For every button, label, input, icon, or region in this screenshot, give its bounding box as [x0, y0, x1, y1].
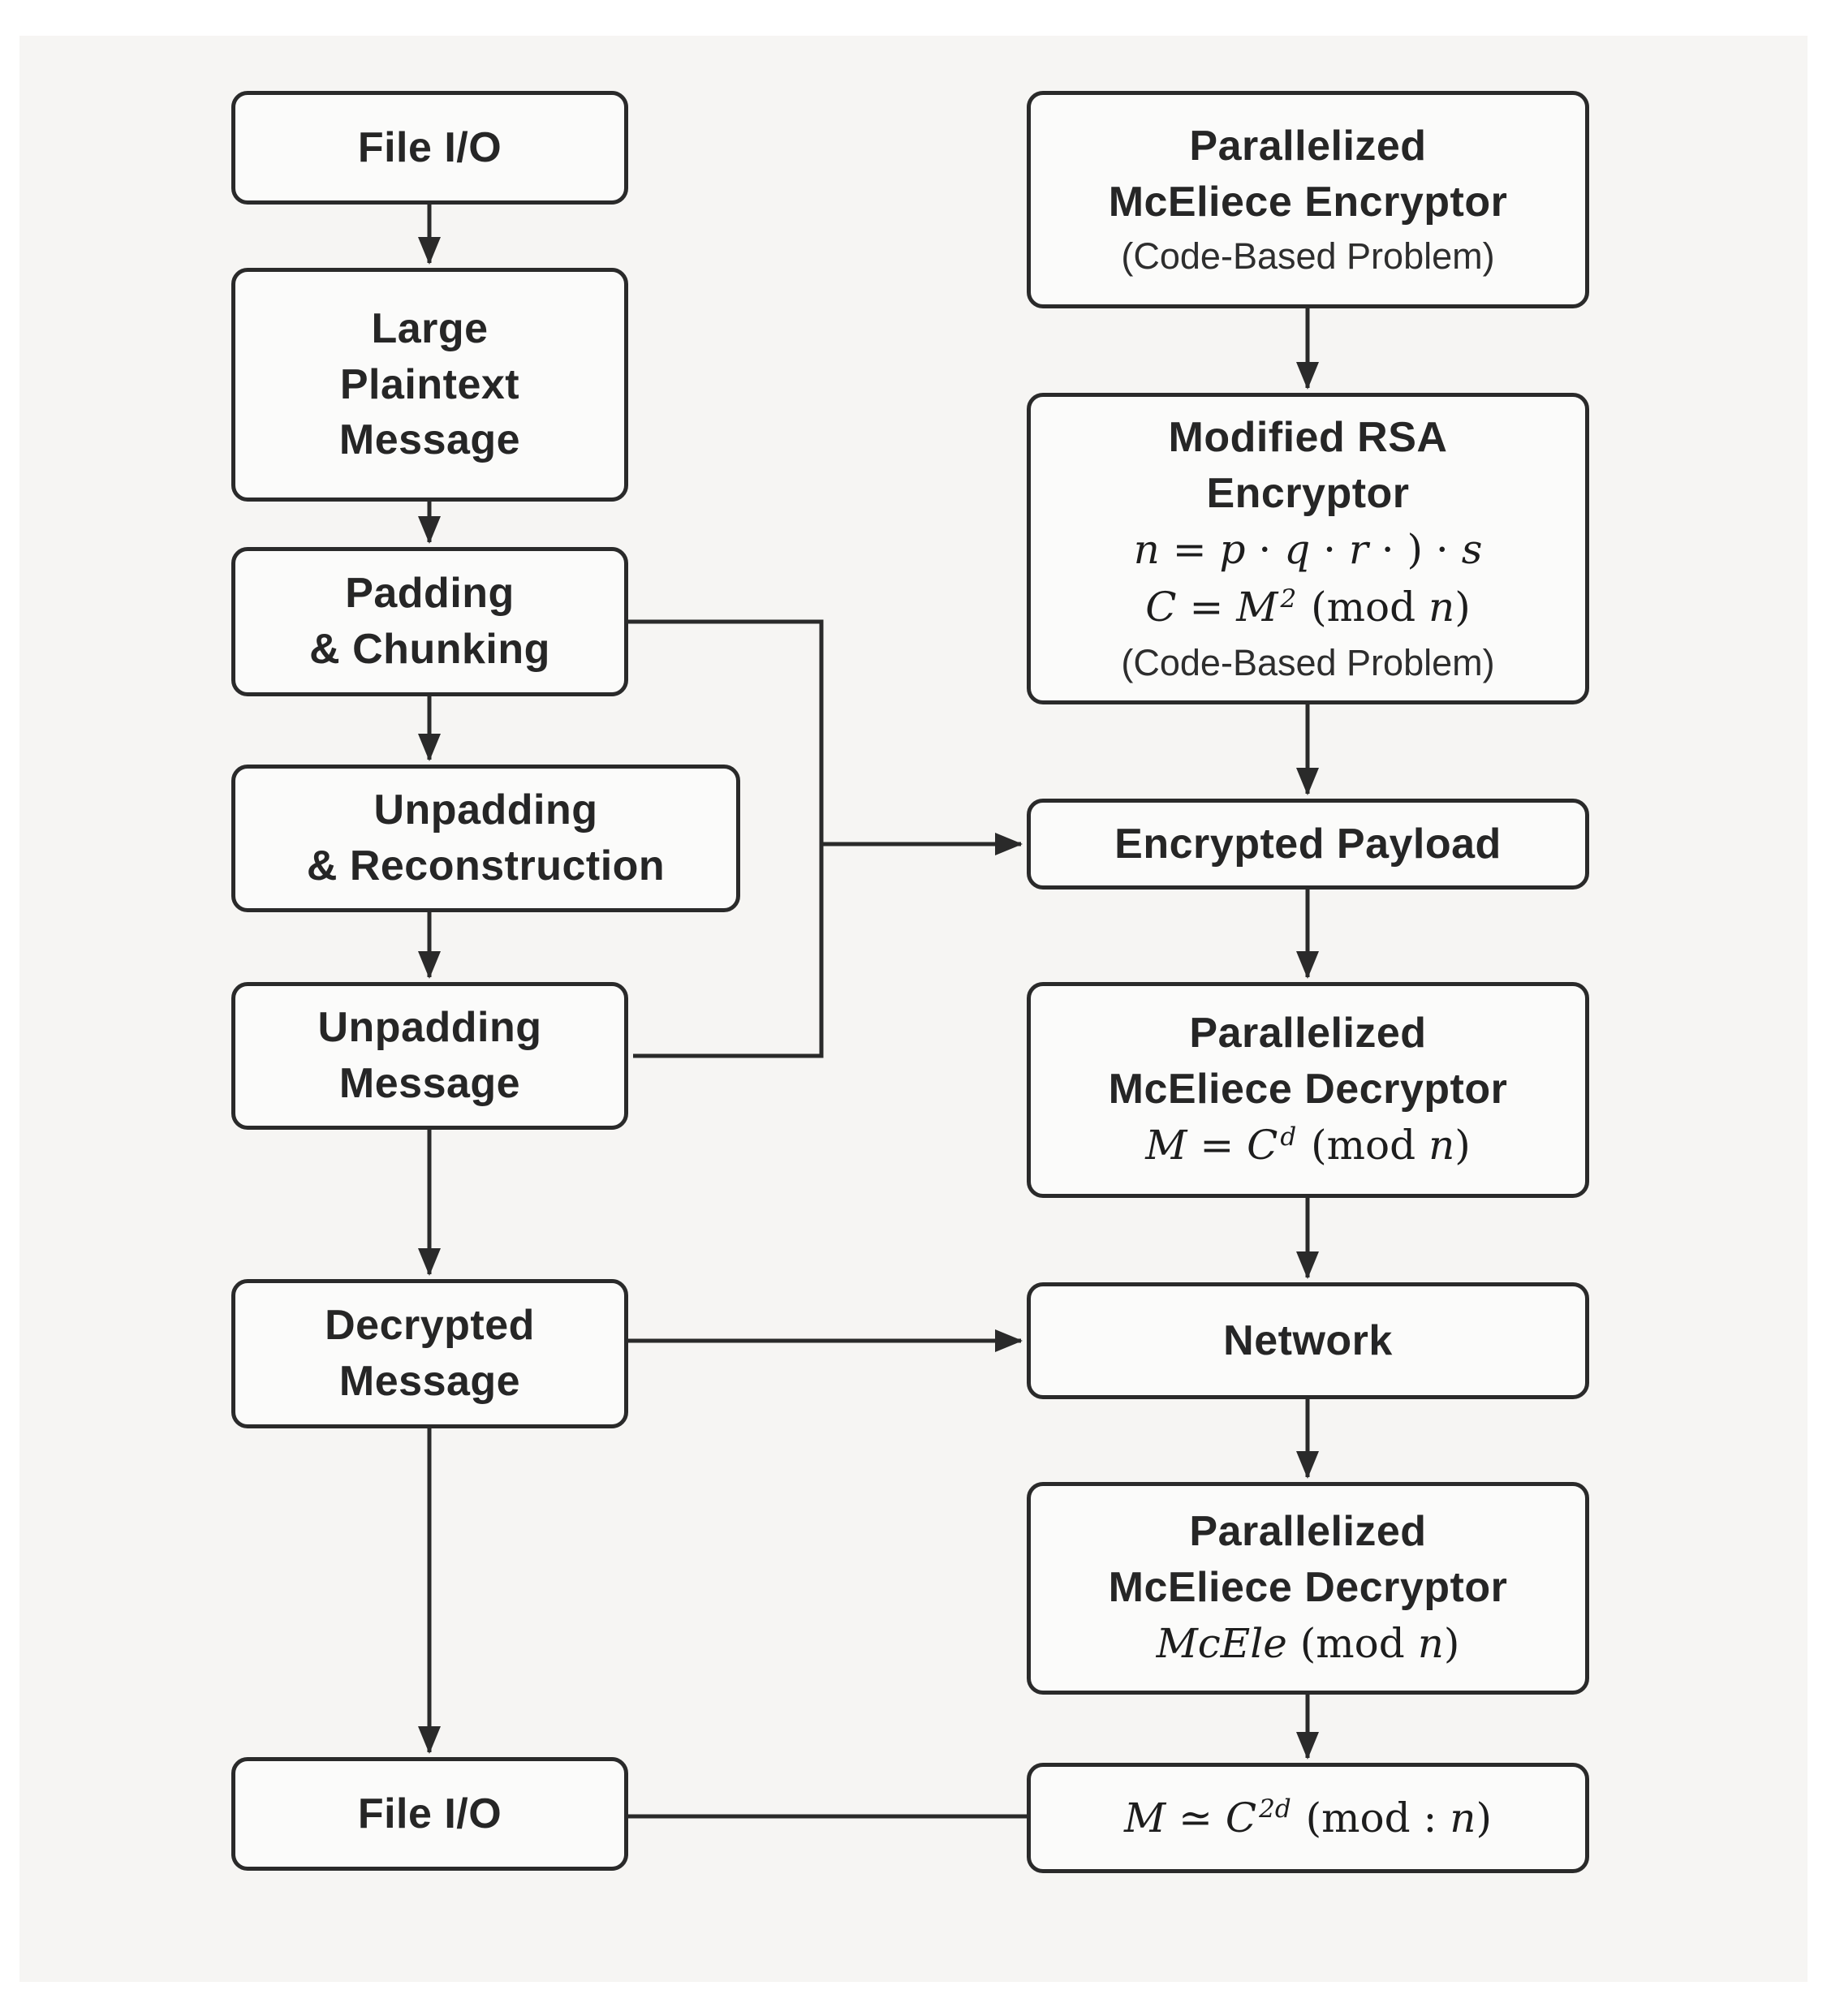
- node-title-line: McEliece Encryptor: [1108, 178, 1508, 226]
- node-subtitle: (Code-Based Problem): [1121, 235, 1495, 278]
- node-title-line: Parallelized: [1189, 1009, 1427, 1057]
- node-label-line: & Chunking: [309, 626, 550, 673]
- node-label-line: Padding: [345, 570, 515, 618]
- node-padding-chunking: Padding & Chunking: [231, 547, 628, 696]
- node-modified-rsa-encryptor: Modified RSA Encryptor n = p · q · r · )…: [1027, 393, 1589, 704]
- node-final-formula: M ≃ C2d (mod : n): [1027, 1763, 1589, 1873]
- node-unpadding-reconstruction: Unpadding & Reconstruction: [231, 765, 740, 912]
- node-title-line: Modified RSA: [1168, 414, 1448, 462]
- node-label: File I/O: [357, 1790, 502, 1837]
- node-subtitle: (Code-Based Problem): [1121, 642, 1495, 684]
- node-file-io-top: File I/O: [231, 91, 628, 205]
- node-unpadding-message: Unpadding Message: [231, 982, 628, 1130]
- node-label-line: Unpadding: [317, 1004, 542, 1052]
- node-title-line: Parallelized: [1189, 123, 1427, 170]
- node-network: Network: [1027, 1282, 1589, 1399]
- node-label-line: Message: [338, 1358, 521, 1405]
- node-title-line: Encrypted Payload: [1114, 820, 1502, 868]
- node-label-line: Message: [338, 1060, 521, 1107]
- node-title-line: Encryptor: [1206, 469, 1410, 517]
- node-label-line: & Reconstruction: [306, 842, 666, 890]
- node-label-line: Large: [371, 305, 489, 353]
- node-file-io-bottom: File I/O: [231, 1757, 628, 1871]
- node-parallelized-mceliece-encryptor: Parallelized McEliece Encryptor (Code-Ba…: [1027, 91, 1589, 308]
- node-title-line: McEliece Decryptor: [1108, 1563, 1508, 1611]
- node-encrypted-payload: Encrypted Payload: [1027, 799, 1589, 890]
- node-decrypted-message: Decrypted Message: [231, 1279, 628, 1428]
- node-label-line: Unpadding: [373, 786, 598, 834]
- rsa-modulus-formula: n = p · q · r · ) · s: [1133, 526, 1483, 574]
- node-label-line: Message: [338, 416, 521, 464]
- node-label-line: Plaintext: [339, 360, 520, 408]
- node-label: File I/O: [357, 123, 502, 171]
- node-parallelized-mceliece-decryptor-2: Parallelized McEliece Decryptor McEle (m…: [1027, 1482, 1589, 1695]
- node-title-line: Parallelized: [1189, 1507, 1427, 1555]
- node-title-line: McEliece Decryptor: [1108, 1065, 1508, 1113]
- node-parallelized-mceliece-decryptor-1: Parallelized McEliece Decryptor M = Cd (…: [1027, 982, 1589, 1198]
- node-title-line: Network: [1223, 1316, 1393, 1364]
- decryption-formula: M = Cd (mod n): [1145, 1122, 1471, 1170]
- rsa-encryption-formula: C = M2 (mod n): [1145, 584, 1471, 631]
- final-formula: M ≃ C2d (mod : n): [1123, 1794, 1492, 1842]
- mcele-formula: McEle (mod n): [1156, 1620, 1460, 1668]
- node-label-line: Decrypted: [325, 1302, 535, 1350]
- node-large-plaintext-message: Large Plaintext Message: [231, 268, 628, 502]
